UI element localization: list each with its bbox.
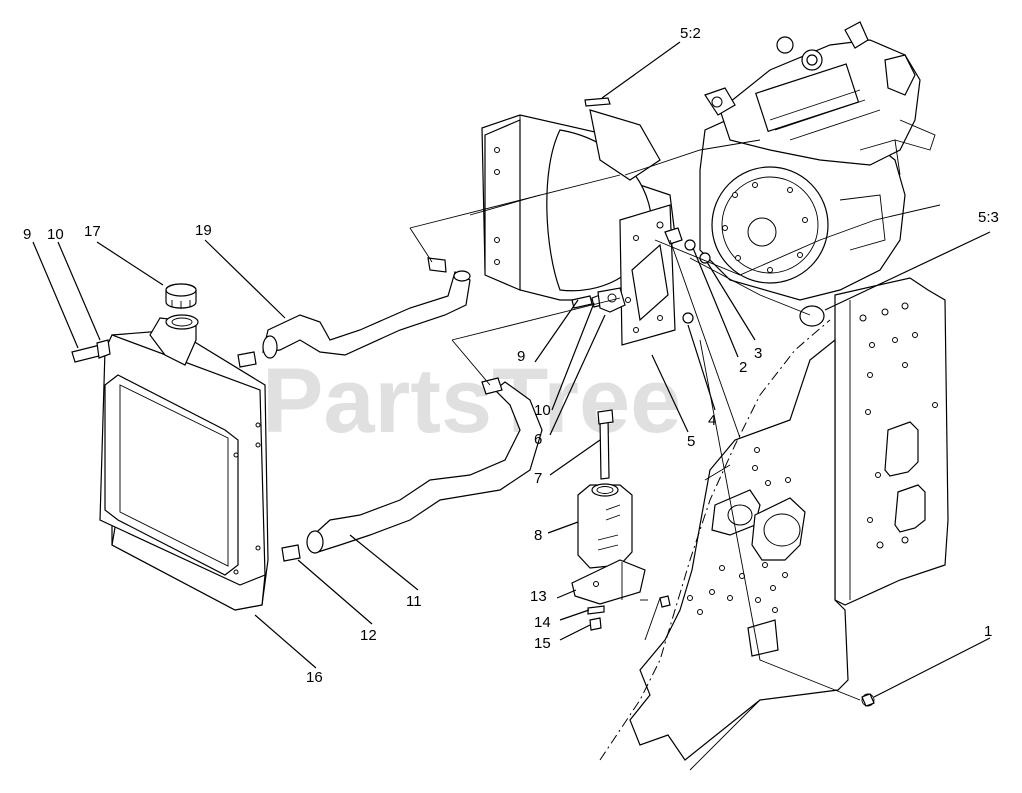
chassis-panel (799, 277, 949, 606)
frame-plate-holes (687, 447, 791, 615)
shroud-bracket (619, 204, 676, 346)
callout-17: 17 (84, 223, 101, 240)
callout-11: 11 (406, 593, 422, 610)
radiator-cap (165, 283, 197, 309)
callout-2: 2 (739, 359, 747, 376)
callout-12: 12 (360, 627, 377, 644)
callout-13: 13 (530, 588, 547, 605)
callout-19: 19 (195, 222, 212, 239)
callout-leaders (32, 41, 991, 698)
callout-10-bottle: 10 (534, 402, 551, 419)
callout-3: 3 (754, 345, 762, 362)
watermark: PartsTree (262, 350, 681, 452)
frame-outline (599, 319, 831, 761)
callout-15: 15 (534, 635, 551, 652)
callout-8: 8 (534, 527, 542, 544)
callout-1: 1 (984, 623, 992, 640)
callout-16: 16 (306, 669, 323, 686)
lower-hose (281, 377, 543, 562)
upper-hose (237, 257, 471, 368)
chassis-panel-holes (859, 302, 938, 549)
callout-labels: 5:2 5:3 9 10 17 19 9 10 6 7 8 13 14 15 2… (23, 25, 999, 686)
callout-9-bottle: 9 (517, 348, 525, 365)
callout-10-radiator: 10 (47, 226, 64, 243)
guide-lines (409, 139, 941, 701)
callout-14: 14 (534, 614, 551, 631)
engine (699, 21, 936, 301)
callout-6: 6 (534, 431, 542, 448)
callout-5: 5 (687, 433, 695, 450)
callout-9-radiator: 9 (23, 226, 31, 243)
callout-4: 4 (708, 412, 716, 429)
callout-5-2: 5:2 (680, 25, 701, 42)
flywheel-bolts (722, 182, 808, 273)
bracket-hardware (664, 227, 746, 453)
callout-7: 7 (534, 470, 542, 487)
callout-5-3: 5:3 (978, 209, 999, 226)
radiator (71, 314, 269, 611)
